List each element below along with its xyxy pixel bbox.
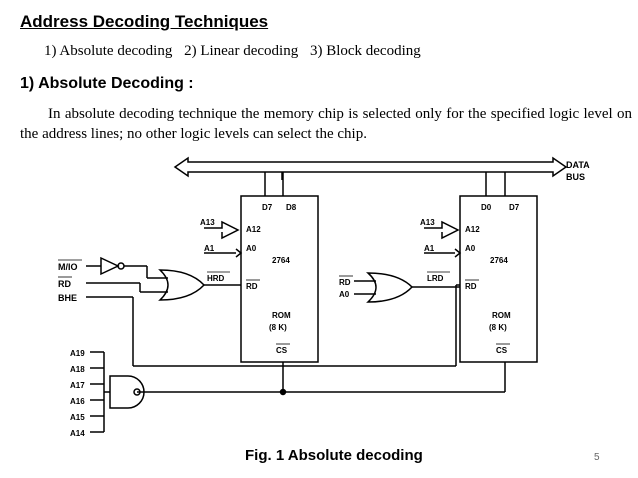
bus-label: DATA xyxy=(566,160,590,170)
page-heading: Address Decoding Techniques xyxy=(20,12,269,31)
chip-pin-label: A0 xyxy=(465,244,476,253)
chip-pin-label: A0 xyxy=(246,244,257,253)
technique-item: 1) Absolute decoding xyxy=(44,43,173,59)
figure-caption: Fig. 1 Absolute decoding xyxy=(245,447,423,464)
chip-pin-label: RD xyxy=(465,282,477,291)
caption-number: Fig. 1 xyxy=(245,447,285,464)
input-label: BHE xyxy=(58,293,77,303)
rom-chip-1 xyxy=(240,195,319,363)
page-number: 5 xyxy=(594,452,600,463)
chip-pin-label: RD xyxy=(246,282,258,291)
section-title: 1) Absolute Decoding : xyxy=(20,75,194,92)
chip-pin-label: D7 xyxy=(262,203,273,212)
or-gate-1 xyxy=(158,269,206,301)
chip-part: 2764 xyxy=(490,256,508,265)
lrd-label: LRD xyxy=(427,274,444,283)
rom-chip-2 xyxy=(459,195,538,363)
chip-part: 2764 xyxy=(272,256,290,265)
addr-label: A1 xyxy=(424,244,435,253)
input-label: M/IO xyxy=(58,262,78,272)
mid-input-label: RD xyxy=(339,278,351,287)
chip-pin-label: D7 xyxy=(509,203,520,212)
input-label: RD xyxy=(58,279,71,289)
and-input-label: A16 xyxy=(70,397,85,406)
technique-list: 1) Absolute decoding 2) Linear decoding … xyxy=(44,43,429,60)
caption-text: Absolute decoding xyxy=(287,447,423,464)
chip-pin-label: A12 xyxy=(246,225,261,234)
and-input-label: A19 xyxy=(70,349,85,358)
description-paragraph: In absolute decoding technique the memor… xyxy=(20,106,632,142)
addr-label: A13 xyxy=(200,218,215,227)
addr-label: A1 xyxy=(204,244,215,253)
hrd-label: HRD xyxy=(207,274,225,283)
addr-label: A13 xyxy=(420,218,435,227)
and-input-label: A14 xyxy=(70,429,85,438)
data-bus xyxy=(173,156,568,178)
chip-pin-label: CS xyxy=(496,346,508,355)
chip-pin-label: D0 xyxy=(481,203,492,212)
and-gate xyxy=(109,375,145,409)
chip-size: (8 K) xyxy=(269,323,287,332)
and-input-label: A15 xyxy=(70,413,85,422)
bus-label: BUS xyxy=(566,172,585,182)
chip-type: ROM xyxy=(492,311,511,320)
chip-size: (8 K) xyxy=(489,323,507,332)
technique-item: 2) Linear decoding xyxy=(184,43,299,59)
and-input-label: A17 xyxy=(70,381,85,390)
chip-pin-label: A12 xyxy=(465,225,480,234)
chip-type: ROM xyxy=(272,311,291,320)
technique-item: 3) Block decoding xyxy=(309,43,421,59)
inverter xyxy=(100,256,120,276)
mid-input-label: A0 xyxy=(339,290,350,299)
chip-pin-label: D8 xyxy=(286,203,297,212)
or-gate-2 xyxy=(366,272,414,303)
chip-pin-label: CS xyxy=(276,346,288,355)
and-input-label: A18 xyxy=(70,365,85,374)
